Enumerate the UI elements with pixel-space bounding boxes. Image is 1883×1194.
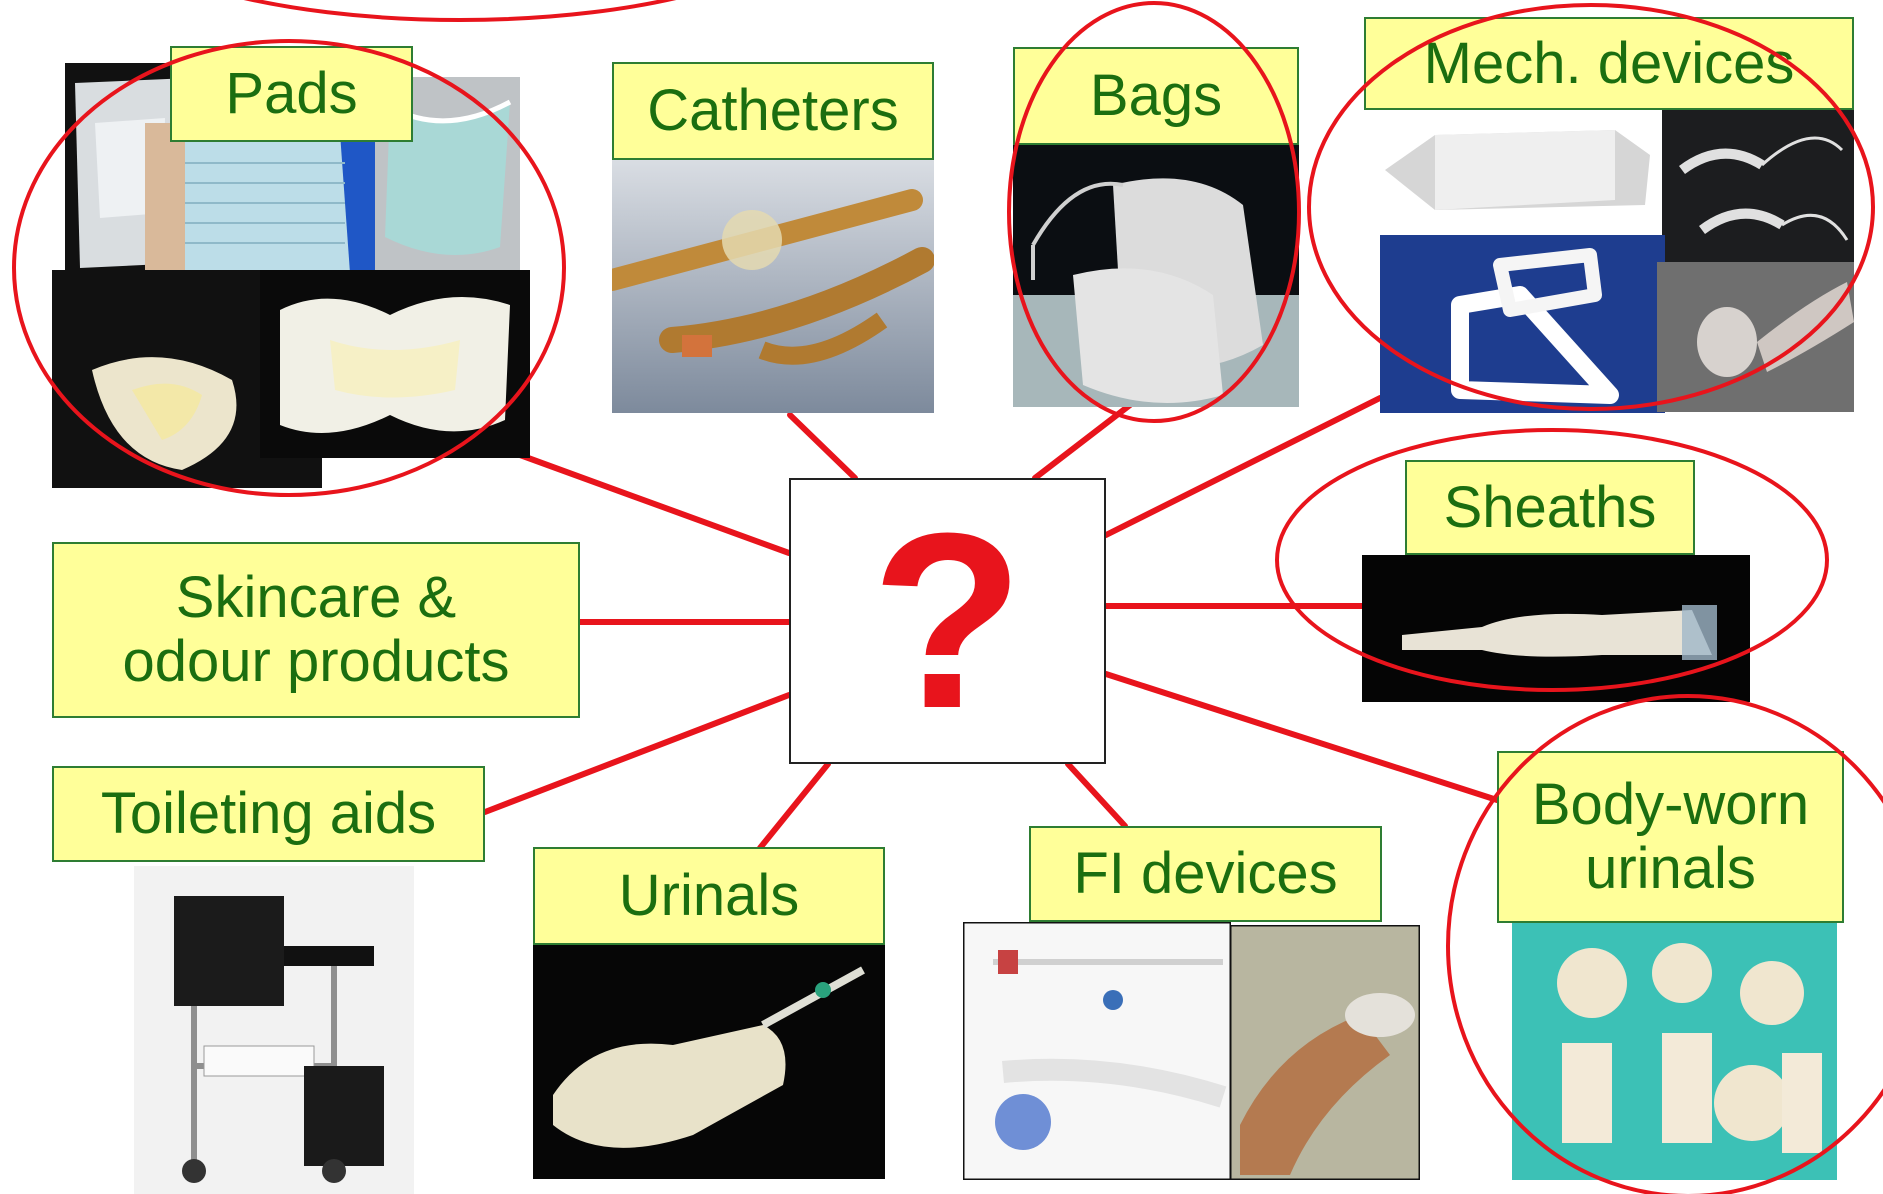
connector-toileting <box>482 692 792 815</box>
center-question-box: ? <box>789 478 1106 764</box>
mech-devices-photo-3 <box>1380 235 1665 413</box>
connector-mech-devices <box>1103 395 1383 538</box>
connector-pads <box>517 452 792 556</box>
label-skincare-odour: Skincare & odour products <box>52 542 580 718</box>
label-pads: Pads <box>170 46 413 142</box>
label-fi-devices: FI devices <box>1029 826 1382 922</box>
mech-devices-photo-1 <box>1375 110 1663 240</box>
urinals-photo <box>533 945 885 1179</box>
fi-devices-photo-1 <box>963 922 1231 1180</box>
question-mark: ? <box>871 481 1024 760</box>
bags-photo <box>1013 145 1299 407</box>
label-toileting-aids: Toileting aids <box>52 766 485 862</box>
connector-fi-devices <box>1065 761 1128 829</box>
label-body-worn-urinals: Body-worn urinals <box>1497 751 1844 923</box>
connector-bags <box>1032 402 1133 481</box>
label-catheters: Catheters <box>612 62 934 160</box>
body-worn-photo <box>1512 923 1837 1180</box>
mech-devices-photo-4 <box>1657 262 1854 412</box>
label-bags: Bags <box>1013 47 1299 145</box>
pads-photo-5 <box>260 270 530 458</box>
connector-body-worn <box>1103 671 1500 803</box>
label-sheaths: Sheaths <box>1405 460 1695 555</box>
fi-devices-photo-2 <box>1230 925 1420 1180</box>
sheaths-photo <box>1362 555 1750 702</box>
label-urinals: Urinals <box>533 847 885 945</box>
toileting-photo <box>134 866 414 1194</box>
connector-catheters <box>787 412 858 481</box>
connector-urinals <box>757 761 831 851</box>
catheters-photo <box>612 160 934 413</box>
label-mech-devices: Mech. devices <box>1364 17 1854 110</box>
mech-devices-photo-2 <box>1662 110 1854 262</box>
